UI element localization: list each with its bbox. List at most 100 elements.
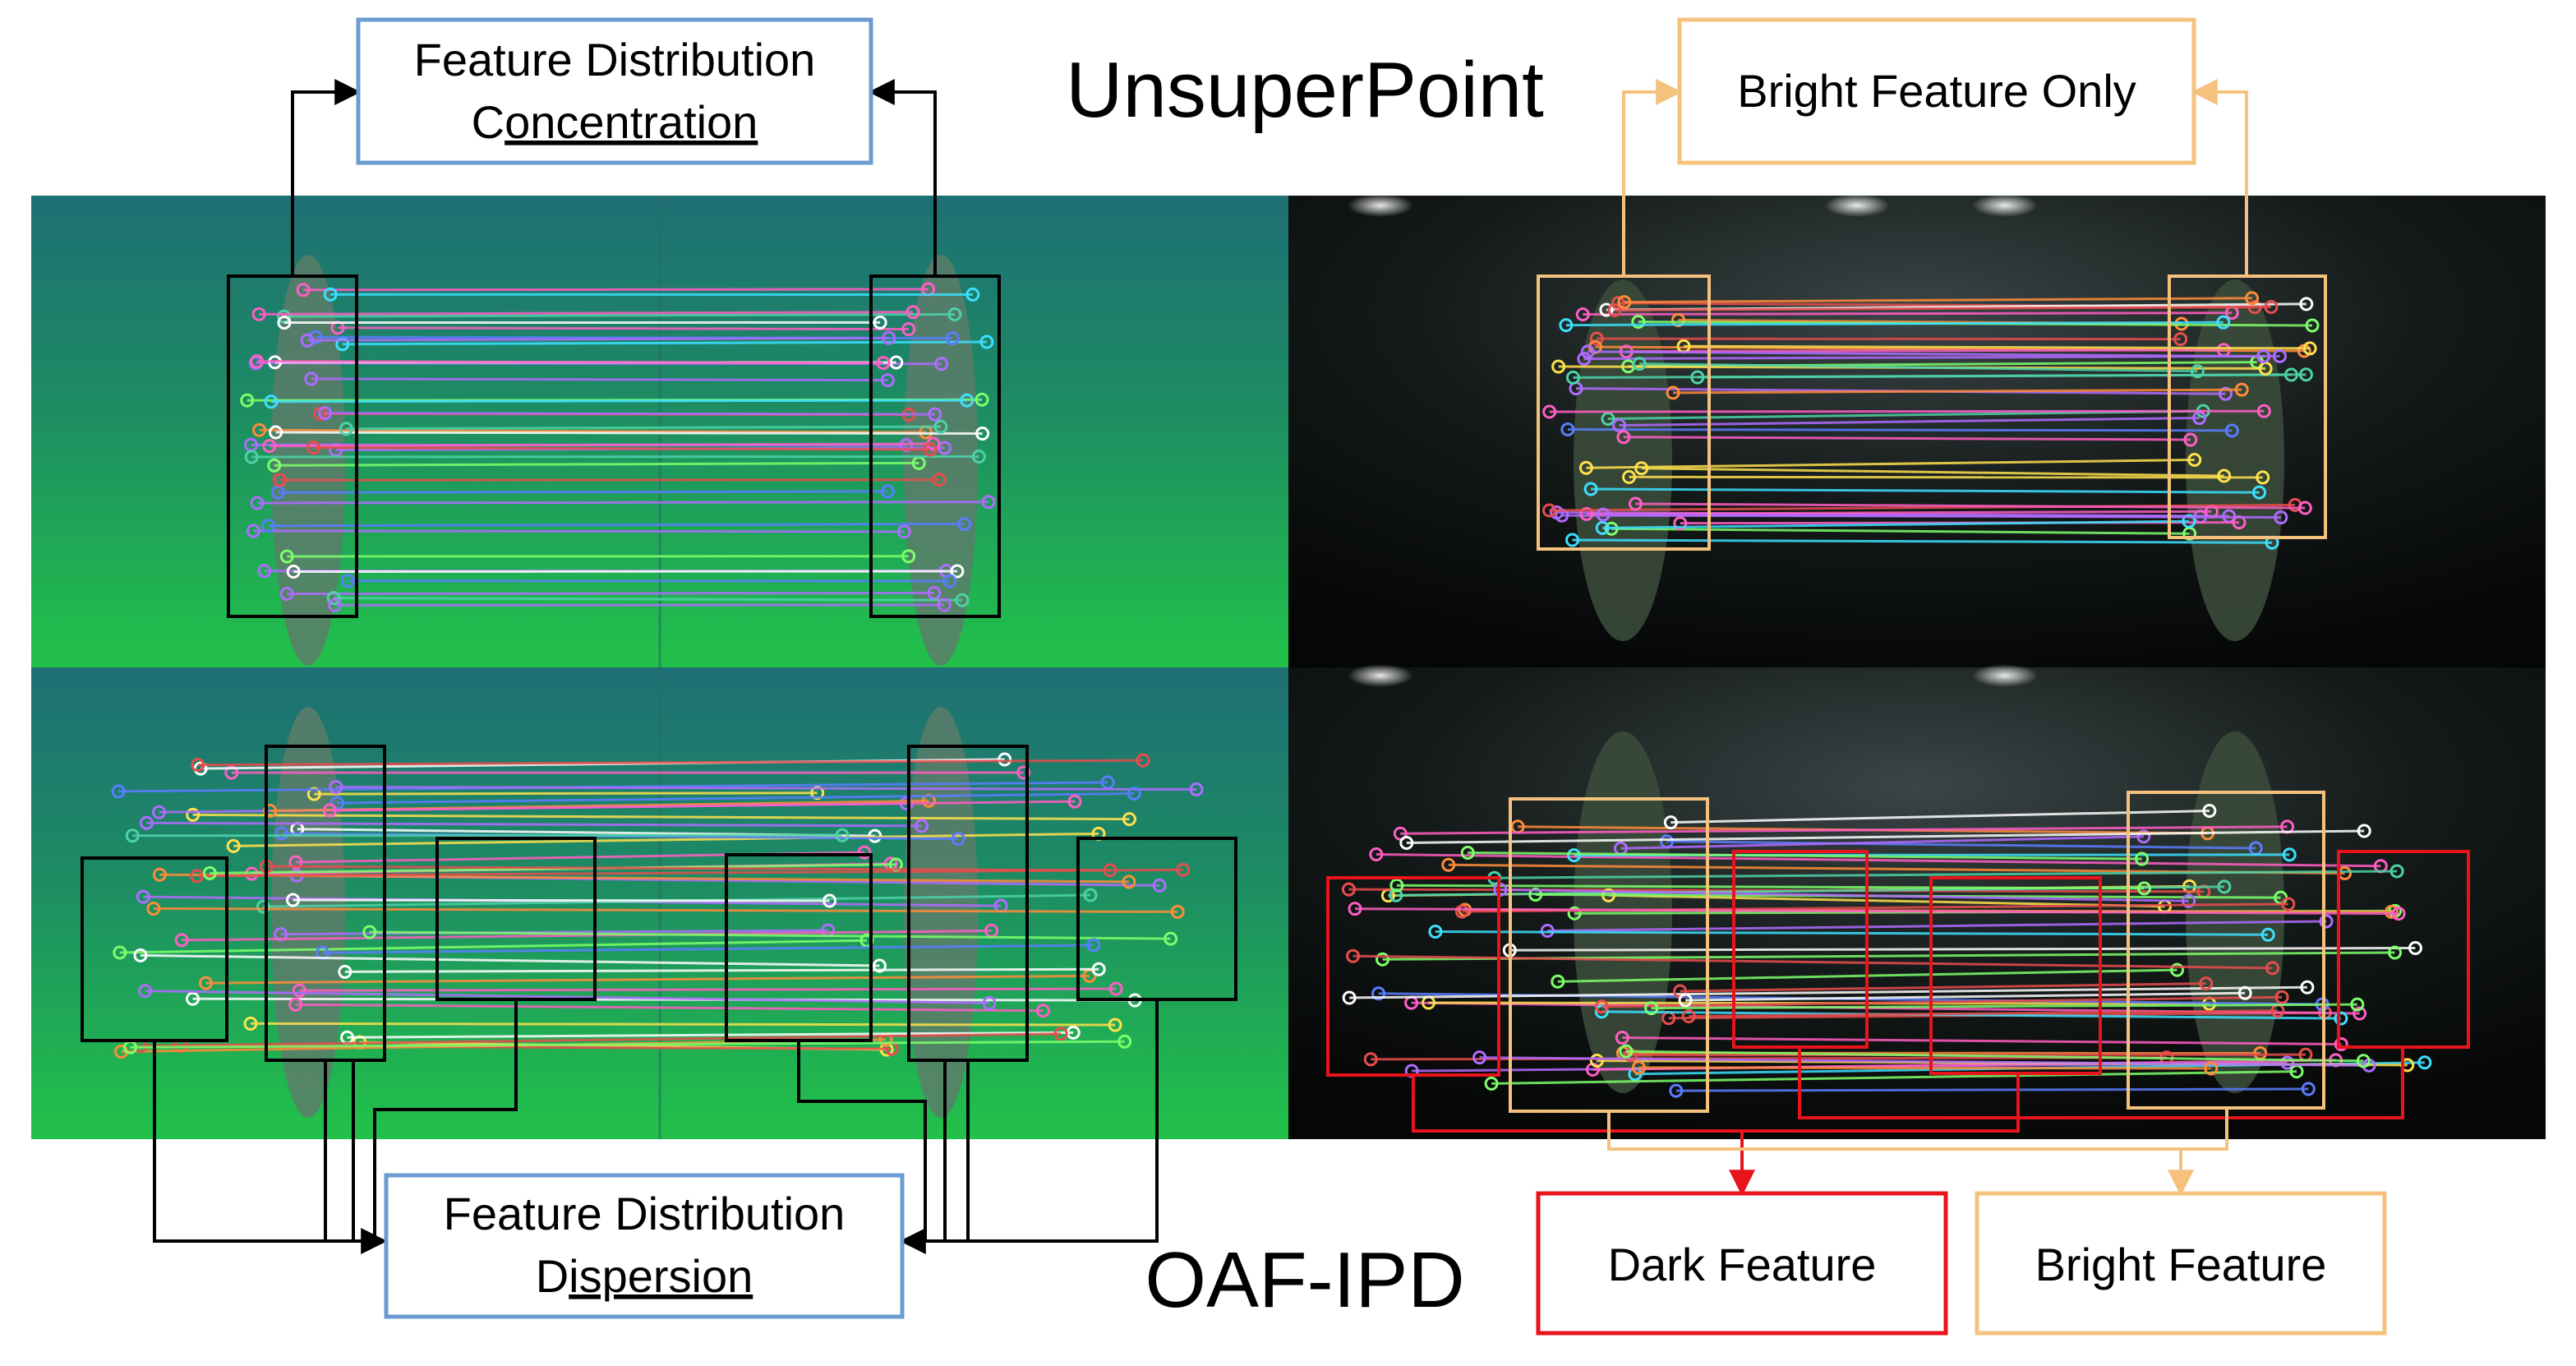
keypoint-marker	[2182, 514, 2196, 528]
keypoint-marker	[306, 441, 321, 455]
keypoint-marker	[1578, 460, 1593, 475]
method-title-top: UnsuperPoint	[1066, 46, 1544, 134]
keypoint-marker	[139, 815, 154, 830]
keypoint-marker	[257, 564, 272, 579]
keypoint-marker	[2408, 940, 2422, 955]
keypoint-marker	[1644, 1001, 1659, 1016]
keypoint-marker	[951, 832, 965, 847]
keypoint-marker	[1103, 863, 1117, 878]
keypoint-marker	[2170, 962, 2185, 977]
keypoint-marker	[1376, 952, 1390, 967]
keypoint-marker	[1428, 925, 1443, 939]
keypoint-marker	[975, 392, 989, 407]
keypoint-marker	[1117, 1034, 1132, 1049]
keypoint-marker	[2256, 349, 2271, 364]
keypoint-marker	[2301, 1082, 2316, 1096]
connector-arrow	[1798, 1047, 2404, 1119]
keypoint-marker	[323, 287, 338, 302]
match-line	[1406, 829, 2365, 845]
keypoint-marker	[882, 330, 896, 345]
keypoint-marker	[1589, 331, 1604, 346]
match-line	[145, 990, 990, 1004]
match-line	[266, 865, 1110, 872]
keypoint-marker	[2302, 341, 2317, 356]
connector-arrow	[797, 1041, 927, 1241]
keypoint-marker	[2256, 404, 2271, 418]
keypoint-marker	[1164, 931, 1178, 946]
match-line	[1639, 362, 2198, 373]
match-line	[346, 425, 941, 431]
match-line	[1591, 487, 2260, 494]
match-line	[293, 570, 957, 574]
concentration-label-box: Feature Distribution Concentration	[356, 17, 873, 165]
keypoint-marker	[906, 305, 920, 320]
match-line	[1601, 995, 2283, 1008]
keypoint-marker	[1460, 846, 1475, 861]
match-line	[1500, 888, 2189, 902]
match-line	[1623, 436, 2191, 441]
keypoint-marker	[1595, 520, 1610, 535]
keypoint-marker	[1189, 782, 1204, 797]
keypoint-marker	[2260, 927, 2275, 942]
keypoint-marker	[2187, 453, 2202, 468]
match-line	[1635, 502, 2306, 510]
bright-feature-text: Bright Feature	[2035, 1239, 2327, 1290]
keypoint-marker	[2136, 829, 2151, 844]
keypoint-marker	[1596, 507, 1611, 522]
keypoint-marker	[111, 784, 126, 799]
keypoint-marker	[981, 495, 996, 510]
dark-feature-label-box: Dark Feature	[1536, 1191, 1948, 1336]
keypoint-marker	[2388, 945, 2403, 960]
keypoint-marker	[286, 565, 301, 579]
keypoint-marker	[2356, 1054, 2371, 1068]
match-line	[119, 939, 868, 954]
keypoint-marker	[1389, 878, 1404, 893]
keypoint-marker	[2391, 907, 2406, 921]
match-line	[1494, 870, 2398, 879]
match-lines-bottom-left	[111, 752, 1204, 1059]
region-box	[1929, 876, 2102, 1075]
keypoint-marker	[138, 984, 153, 999]
keypoint-marker	[1399, 836, 1414, 851]
connector-arrow	[1412, 1073, 2020, 1133]
panel-top-left	[31, 196, 1288, 667]
match-line	[259, 311, 914, 316]
keypoint-marker	[932, 473, 947, 487]
keypoint-marker	[1152, 878, 1167, 893]
match-line	[192, 813, 1130, 821]
keypoint-marker	[2280, 1055, 2295, 1070]
keypoint-marker	[2274, 990, 2289, 1004]
keypoint-marker	[928, 407, 942, 422]
keypoint-marker	[1393, 826, 1408, 841]
keypoint-marker	[823, 893, 837, 908]
match-line	[278, 490, 888, 494]
keypoint-marker	[186, 807, 200, 822]
keypoint-marker	[2283, 367, 2298, 382]
keypoint-marker	[975, 426, 990, 441]
keypoint-marker	[1542, 404, 1557, 419]
keypoint-marker	[1170, 904, 1185, 919]
keypoint-marker	[2300, 980, 2315, 995]
keypoint-marker	[872, 958, 887, 973]
keypoint-marker	[186, 991, 200, 1006]
match-line	[130, 1040, 1125, 1049]
keypoint-marker	[1681, 1009, 1696, 1024]
match-line	[1608, 893, 2165, 908]
keypoint-marker	[947, 307, 962, 321]
keypoint-marker	[1016, 765, 1031, 780]
keypoint-marker	[2417, 1055, 2432, 1070]
keypoint-marker	[2183, 432, 2198, 447]
keypoint-marker	[250, 354, 265, 369]
match-lines-top-right	[1542, 291, 2320, 550]
keypoint-marker	[2274, 510, 2288, 525]
concentration-line1: Feature Distribution	[414, 34, 816, 85]
match-line	[313, 446, 930, 451]
keypoint-marker	[956, 517, 971, 532]
match-line	[274, 461, 919, 467]
keypoint-marker	[880, 373, 895, 388]
keypoint-marker	[1565, 533, 1580, 547]
keypoint-marker	[341, 574, 356, 588]
keypoint-marker	[955, 593, 970, 607]
keypoint-marker	[1484, 1076, 1499, 1091]
match-line	[256, 360, 884, 365]
